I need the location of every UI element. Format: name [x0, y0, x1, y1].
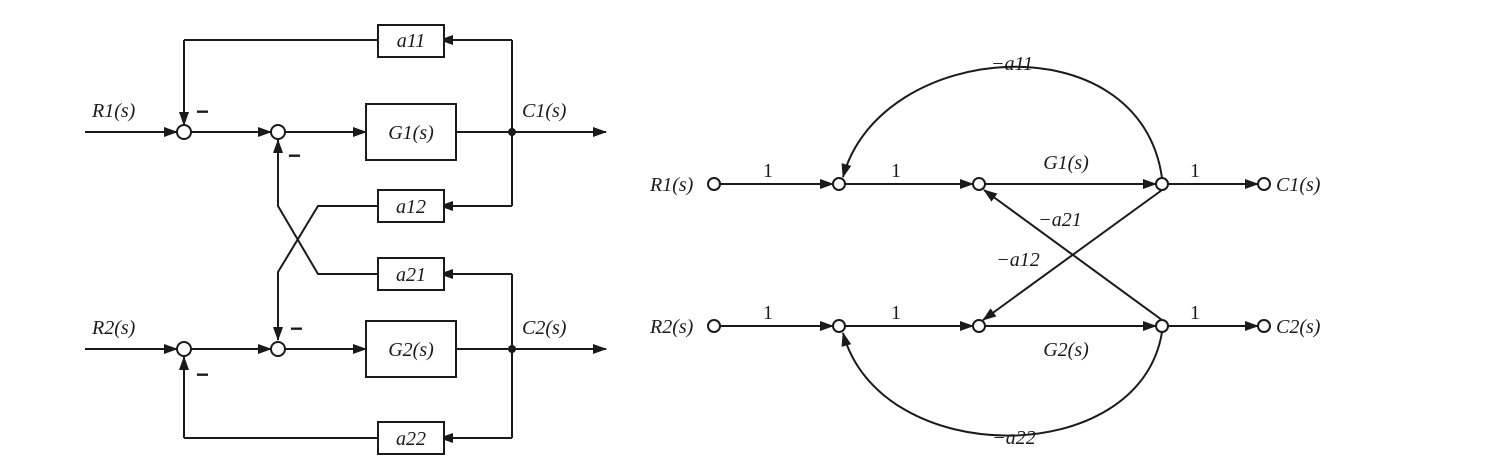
- sfg-gain-r2-in: 1: [763, 302, 773, 324]
- a22-label: a22: [396, 428, 426, 450]
- sfg-gain-r2-mid: 1: [891, 302, 901, 324]
- sfg-node-2: [972, 177, 986, 191]
- a22-block: [377, 421, 445, 455]
- sfg-label-r1: R1(s): [649, 174, 694, 196]
- a21-cross-line: [273, 139, 378, 275]
- sfg-label-c1: C1(s): [1276, 174, 1321, 196]
- sfg-gain-a22: −a22: [992, 427, 1036, 449]
- sfg-branch-a21: [983, 189, 1163, 321]
- sfg-gain-g2: G2(s): [1043, 339, 1089, 361]
- sfg-label-c2: C2(s): [1276, 316, 1321, 338]
- summing-junction-1: [176, 124, 192, 140]
- minus-sign-sum4: −: [290, 316, 303, 341]
- summing-junction-4: [270, 341, 286, 357]
- sfg-node-c1: [1257, 177, 1271, 191]
- a12-label: a12: [396, 196, 426, 218]
- a21-label: a21: [396, 264, 426, 286]
- sfg-node-r2: [707, 319, 721, 333]
- sfg-gain-a21: −a21: [1038, 209, 1082, 231]
- sfg-gain-c2-out: 1: [1190, 302, 1200, 324]
- sfg-gain-a11: −a11: [991, 53, 1033, 75]
- c2-label: C2(s): [522, 317, 567, 339]
- sfg-node-c2: [1257, 319, 1271, 333]
- a11-label: a11: [397, 30, 426, 52]
- summing-junction-2: [270, 124, 286, 140]
- sfg-node-3: [1155, 177, 1169, 191]
- sfg-node-1: [832, 177, 846, 191]
- block-diagram: R1(s) R2(s) C1(s) C2(s) G1(s) G2(s) a11 …: [85, 24, 607, 455]
- sfg-gain-g1: G1(s): [1043, 152, 1089, 174]
- g2-label: G2(s): [388, 339, 434, 361]
- sfg-branch-a11: [841, 65, 1163, 179]
- sfg-node-5: [972, 319, 986, 333]
- sfg-node-4: [832, 319, 846, 333]
- sfg-gain-r1-in: 1: [763, 160, 773, 182]
- minus-sign-sum3: −: [196, 362, 209, 387]
- sfg-gain-a12: −a12: [996, 249, 1040, 271]
- a11-block: [377, 24, 445, 58]
- g1-label: G1(s): [388, 122, 434, 144]
- g1-block: [365, 103, 457, 161]
- minus-sign-sum1: −: [196, 99, 209, 124]
- c1-label: C1(s): [522, 100, 567, 122]
- a12-block: [377, 189, 445, 223]
- summing-junction-3: [176, 341, 192, 357]
- r2-label: R2(s): [91, 317, 136, 339]
- sfg-node-6: [1155, 319, 1169, 333]
- sfg-label-r2: R2(s): [649, 316, 694, 338]
- g2-block: [365, 320, 457, 378]
- r1-label: R1(s): [91, 100, 136, 122]
- sfg-gain-c1-out: 1: [1190, 160, 1200, 182]
- sfg-gain-r1-mid: 1: [891, 160, 901, 182]
- sfg-branch-a22: [841, 331, 1163, 437]
- signal-flow-graph: R1(s) R2(s) C1(s) C2(s) 1 1 G1(s) 1 1 1 …: [649, 53, 1321, 449]
- minus-sign-sum2: −: [288, 143, 301, 168]
- sfg-node-r1: [707, 177, 721, 191]
